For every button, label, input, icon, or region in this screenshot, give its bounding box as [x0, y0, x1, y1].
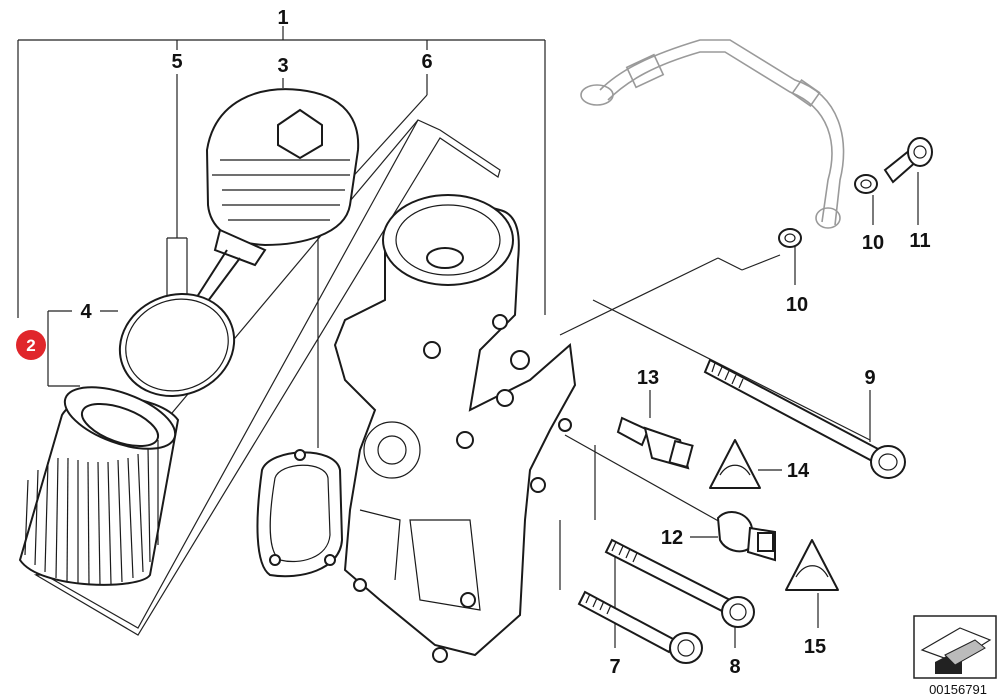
- hex-bolt-8: [604, 538, 755, 628]
- callout-5: 5: [171, 51, 182, 73]
- sealing-washer-left: [778, 228, 802, 248]
- callout-11: 11: [909, 230, 930, 252]
- callout-9: 9: [864, 367, 875, 389]
- callout-2: 2: [26, 336, 35, 355]
- hollow-bolt: [883, 137, 933, 184]
- warning-label-14: [709, 439, 761, 489]
- callout-3: 3: [277, 55, 288, 77]
- callout-13: 13: [637, 367, 659, 389]
- callout-10-right: 10: [862, 232, 884, 254]
- filter-element: [18, 386, 180, 586]
- hex-bolt-long: [703, 358, 906, 479]
- housing-gasket: [256, 449, 344, 578]
- warning-label-15: [785, 539, 839, 591]
- o-ring-inner: [125, 298, 229, 392]
- callout-15: 15: [804, 636, 826, 658]
- o-ring: [118, 292, 236, 398]
- image-id: 00156791: [929, 682, 987, 697]
- oil-pipe: [580, 39, 845, 229]
- highlight-badge[interactable]: 2: [16, 330, 46, 360]
- temperature-sensor: [616, 416, 694, 470]
- callout-6: 6: [421, 51, 432, 73]
- callout-1: 1: [277, 7, 288, 29]
- callout-14: 14: [787, 460, 810, 482]
- callout-7: 7: [609, 656, 620, 678]
- oil-pressure-switch: [716, 511, 776, 562]
- oil-filter-housing: [333, 194, 577, 663]
- orientation-icon: [913, 615, 997, 679]
- hex-bolt-7: [577, 590, 703, 664]
- callout-4: 4: [80, 301, 92, 323]
- filter-cap: [166, 88, 360, 356]
- callout-12: 12: [661, 527, 683, 549]
- callout-10-left: 10: [786, 294, 808, 316]
- sealing-washer-right: [854, 174, 878, 194]
- callout-8: 8: [729, 656, 740, 678]
